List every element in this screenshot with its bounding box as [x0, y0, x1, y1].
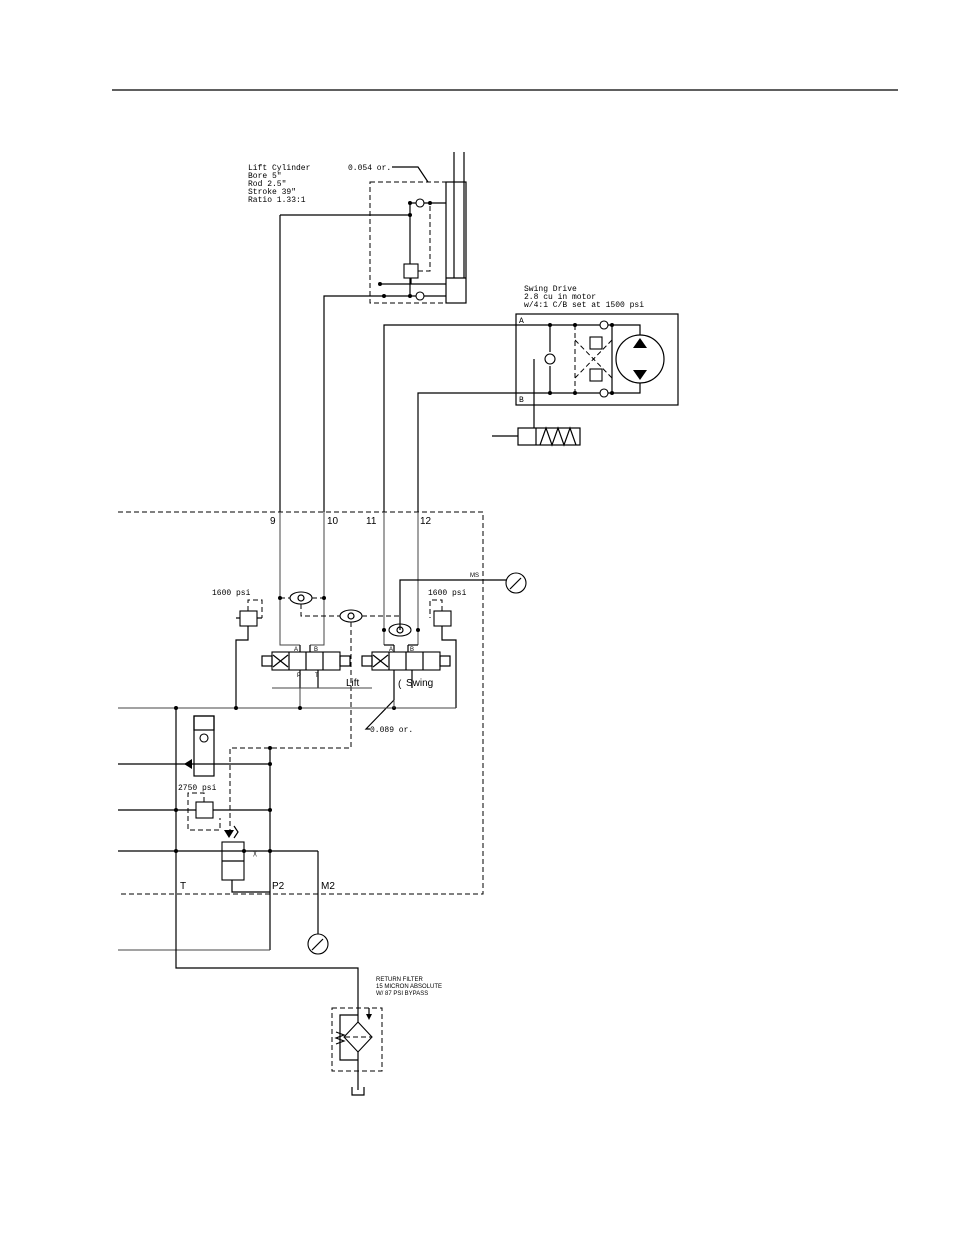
relief-main-label: 2750 psi — [178, 784, 217, 793]
swing-spool-left-end — [362, 656, 372, 666]
lift-spool-valve: A B P T Lift — [262, 645, 360, 689]
swing-drive-cb: w/4:1 C/B set at 1500 psi — [524, 301, 644, 310]
port-p2: P2 — [272, 881, 285, 892]
swing-relief-return — [442, 626, 456, 708]
swing-counterbalance-b-icon — [590, 369, 602, 381]
return-filter-title: RETURN FILTER — [376, 977, 424, 983]
ms-line — [400, 580, 516, 630]
swing-relief-valve-icon — [434, 611, 451, 626]
port-9: 9 — [270, 516, 276, 527]
lift-cylinder-body — [446, 182, 466, 303]
swing-brake-spring-icon — [540, 428, 576, 445]
lift-cylinder-block — [280, 152, 466, 512]
pilot-shuttle-icon — [340, 610, 362, 622]
svg-text:T: T — [315, 673, 319, 679]
swing-brake — [492, 428, 580, 445]
swing-port-b: B — [519, 396, 524, 405]
filter-flow-arrow-icon — [366, 1014, 372, 1020]
lift-shuttle-icon — [290, 592, 312, 604]
svg-text:(: ( — [398, 679, 402, 690]
return-filter — [332, 1008, 382, 1095]
main-relief-valve-icon — [196, 802, 213, 818]
lift-line-lower — [324, 296, 446, 512]
ms-label: MS — [470, 573, 479, 579]
swing-check-b-icon — [600, 389, 608, 397]
swing-shuttle-icon — [545, 354, 555, 364]
lift-port-a: A — [294, 647, 298, 653]
lift-check-valve-lower-icon — [416, 292, 424, 300]
swing-drive-envelope — [516, 314, 678, 405]
work-line-9 — [280, 512, 300, 645]
lift-check-valve-icon — [416, 199, 424, 207]
swing-orifice-leader — [366, 700, 394, 729]
port-t: T — [180, 881, 186, 892]
check-valve-icon — [200, 734, 208, 742]
lift-pilot-line — [418, 203, 430, 271]
swing-drive-block: A B — [384, 314, 678, 512]
port-m2: M2 — [321, 881, 335, 892]
swing-motor-arrow-down — [633, 370, 647, 380]
swing-label: Swing — [406, 678, 433, 689]
swing-orifice-label: 0.089 or. — [370, 726, 413, 735]
return-filter-bypass: W/ 87 PSI BYPASS — [376, 991, 428, 997]
swing-spool-right-end — [440, 656, 450, 666]
lift-relief-valve-icon — [240, 611, 257, 626]
port-10: 10 — [327, 516, 339, 527]
relief-left-label: 1600 psi — [212, 589, 251, 598]
compensator-arrow-icon — [224, 830, 234, 838]
swing-counterbalance-a-icon — [590, 337, 602, 349]
lift-spool-left-end — [262, 656, 272, 666]
main-valve-block: 9 10 11 12 MS 1600 psi — [118, 512, 526, 950]
lift-counterbalance-icon — [404, 264, 418, 278]
svg-text:P: P — [297, 673, 301, 679]
lift-port-b: B — [314, 647, 318, 653]
swing-drive-label: Swing Drive 2.8 cu in motor w/4:1 C/B se… — [524, 285, 644, 310]
swing-line-a — [384, 325, 640, 512]
return-filter-label: RETURN FILTER 15 MICRON ABSOLUTE W/ 87 P… — [376, 977, 442, 997]
lift-orifice-label: 0.054 or. — [348, 164, 391, 173]
lift-cylinder-label: Lift Cylinder Bore 5" Rod 2.5" Stroke 39… — [248, 164, 311, 205]
swing-check-a-icon — [600, 321, 608, 329]
lift-orifice-leader — [392, 167, 428, 182]
flow-arrow-icon — [184, 759, 192, 769]
lift-relief-return — [236, 626, 248, 708]
port-12: 12 — [420, 516, 432, 527]
lift-label: Lift — [346, 678, 360, 689]
swing-spool-valve: A B Swing ( — [362, 645, 450, 700]
work-line-10 — [310, 512, 324, 645]
swing-port-b-block: B — [410, 647, 414, 653]
swing-line-b — [418, 383, 640, 512]
lift-cylinder-ratio: Ratio 1.33:1 — [248, 196, 306, 205]
check-valve-cartridge — [194, 716, 214, 776]
swing-port-a-block: A — [389, 647, 393, 653]
port-11: 11 — [366, 516, 377, 527]
lift-spool-right-end — [340, 656, 350, 666]
orifice-symbol: )( — [253, 851, 257, 857]
relief-right-label: 1600 psi — [428, 589, 467, 598]
return-filter-micron: 15 MICRON ABSOLUTE — [376, 984, 442, 990]
tank-return-line — [176, 708, 358, 1010]
swing-motor-arrow-up — [633, 338, 647, 348]
